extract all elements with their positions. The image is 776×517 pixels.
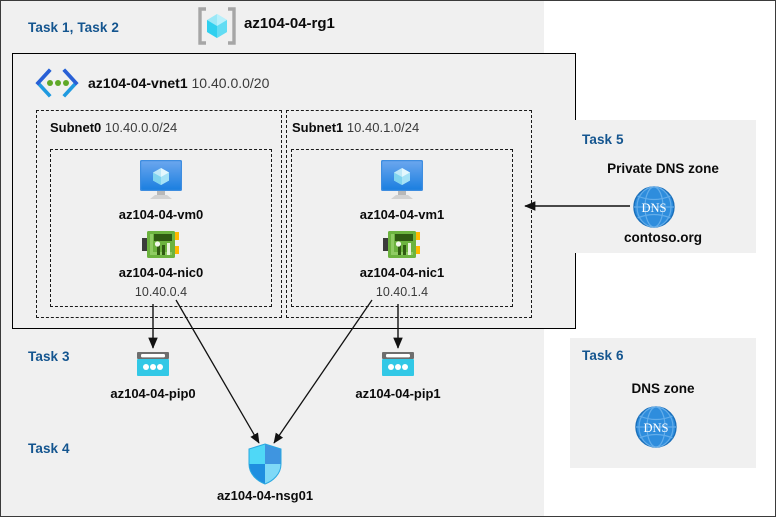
virtual-network-icon	[34, 68, 80, 98]
private-dns-panel	[570, 120, 756, 253]
dns-globe-icon: DNS	[634, 405, 678, 449]
subnet-1-box	[286, 110, 532, 318]
vnet-address-space: 10.40.0.0/20	[191, 75, 270, 91]
private-dns-heading: Private DNS zone	[607, 161, 719, 176]
nic-1-ip: 10.40.1.4	[375, 285, 429, 299]
dns-globe-icon: DNS	[632, 185, 676, 229]
network-interface-icon	[381, 228, 423, 262]
nsg-label: az104-04-nsg01	[216, 488, 314, 503]
subnet-0-cidr: 10.40.0.0/24	[104, 120, 178, 135]
virtual-machine-icon	[136, 158, 186, 200]
network-security-group-shield-icon	[247, 443, 283, 485]
vnet-title: az104-04-vnet1 10.40.0.0/20	[88, 75, 269, 91]
resource-group-cube-icon	[196, 6, 238, 46]
subnet-0-title: Subnet0 10.40.0.0/24	[50, 120, 177, 135]
virtual-machine-icon	[377, 158, 427, 200]
nic-1-label: az104-04-nic1	[359, 265, 445, 280]
public-ip-address-icon	[379, 350, 417, 380]
nic-0-label: az104-04-nic0	[118, 265, 204, 280]
subnet-0-box	[36, 110, 282, 318]
subnet-1-resources-box	[291, 149, 513, 307]
vm-0-label: az104-04-vm0	[118, 207, 204, 222]
subnet-0-resources-box	[50, 149, 272, 307]
task-label-3: Task 3	[28, 349, 70, 364]
dns-icon-text: DNS	[641, 201, 666, 215]
dns-icon-text: DNS	[643, 421, 668, 435]
vnet-name: az104-04-vnet1	[88, 75, 188, 91]
subnet-1-name: Subnet1	[292, 120, 344, 135]
task-label-5: Task 5	[582, 132, 624, 147]
virtual-network-box	[12, 53, 576, 329]
task-label-6: Task 6	[582, 348, 624, 363]
subnet-0-name: Subnet0	[50, 120, 102, 135]
subnet-1-title: Subnet1 10.40.1.0/24	[292, 120, 419, 135]
subnet-1-cidr: 10.40.1.0/24	[346, 120, 420, 135]
network-interface-icon	[140, 228, 182, 262]
public-dns-heading: DNS zone	[631, 381, 695, 396]
nic-0-ip: 10.40.0.4	[134, 285, 188, 299]
task-label-1-2: Task 1, Task 2	[28, 20, 119, 35]
vm-1-label: az104-04-vm1	[359, 207, 445, 222]
resource-group-name: az104-04-rg1	[244, 15, 335, 32]
task-label-4: Task 4	[28, 441, 70, 456]
pip-0-label: az104-04-pip0	[110, 386, 196, 401]
public-ip-address-icon	[134, 350, 172, 380]
private-dns-zone-name: contoso.org	[624, 230, 702, 245]
pip-1-label: az104-04-pip1	[355, 386, 441, 401]
